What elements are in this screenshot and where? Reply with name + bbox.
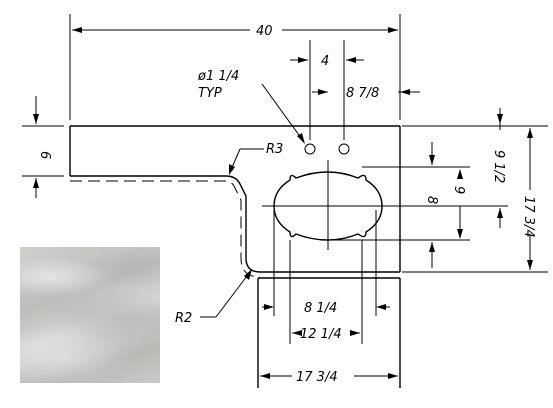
label-sink-outer-height: 9 1/2 bbox=[491, 150, 506, 183]
dim-right-extensions bbox=[330, 125, 548, 273]
faucet-hole-right bbox=[338, 143, 350, 155]
label-radius-top: R3 bbox=[266, 142, 283, 157]
label-hole-spacing: 4 bbox=[321, 54, 329, 69]
label-radius-bottom: R2 bbox=[175, 311, 192, 326]
dim-overall-depth bbox=[527, 128, 533, 270]
leader-radius-top bbox=[229, 148, 264, 175]
label-sink-center: 9 bbox=[451, 186, 466, 194]
label-hole-diameter: ø1 1/4 bbox=[197, 69, 239, 84]
dim-bottom-extensions bbox=[273, 210, 377, 344]
label-overall-width: 40 bbox=[256, 24, 273, 39]
label-hole-typ: TYP bbox=[198, 86, 222, 101]
dim-left-depth bbox=[22, 96, 64, 198]
label-return-width: 17 3/4 bbox=[296, 370, 338, 385]
dim-hole-offset bbox=[312, 89, 420, 95]
countertop-outline bbox=[69, 125, 401, 388]
label-sink-outer-width: 12 1/4 bbox=[300, 327, 342, 342]
dim-sink-center bbox=[457, 169, 463, 239]
dim-sink-outer-width bbox=[292, 330, 360, 336]
faucet-hole-left bbox=[304, 143, 316, 155]
dim-overall-width bbox=[69, 14, 401, 120]
dim-sink-height bbox=[429, 142, 435, 268]
label-left-depth: 6 bbox=[37, 151, 52, 159]
label-sink-width: 8 1/4 bbox=[304, 301, 337, 316]
leader-hole-diameter bbox=[261, 83, 305, 144]
sink-cutout bbox=[262, 160, 392, 250]
dim-sink-width bbox=[262, 304, 390, 310]
label-sink-height: 8 bbox=[424, 196, 439, 204]
dim-return-width bbox=[260, 373, 398, 379]
label-overall-depth: 17 3/4 bbox=[521, 196, 536, 238]
marble-swatch-icon bbox=[20, 247, 160, 383]
faucet-holes bbox=[304, 143, 350, 155]
dim-hole-spacing bbox=[290, 40, 364, 140]
dim-sink-outer-height bbox=[497, 108, 503, 228]
leader-radius-bottom bbox=[200, 269, 252, 318]
label-hole-offset: 8 7/8 bbox=[346, 86, 379, 101]
